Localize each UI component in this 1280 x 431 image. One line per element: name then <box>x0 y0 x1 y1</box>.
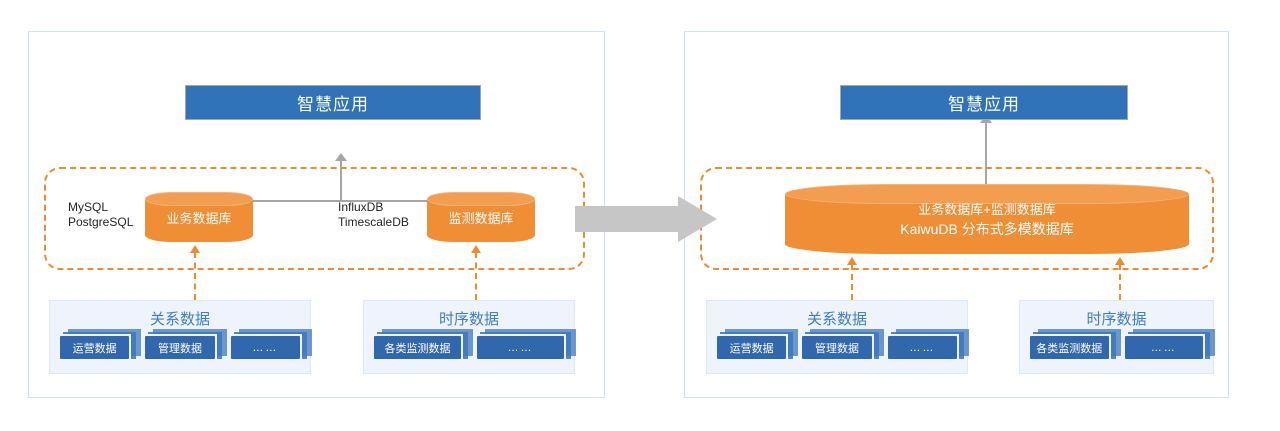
cylinder-top <box>427 192 535 206</box>
timeseries-data-cards-left: 各类监测数据 …… <box>372 329 576 361</box>
card-front: 管理数据 <box>800 334 874 361</box>
business-database-label: 业务数据库 <box>166 211 232 226</box>
smart-application-label-left: 智慧应用 <box>297 95 369 114</box>
data-card-label: 运营数据 <box>60 336 130 359</box>
ingest-arrow-line-timeseries-right <box>1119 264 1121 300</box>
data-card: …… <box>885 329 969 361</box>
data-card-label: …… <box>230 336 300 359</box>
monitoring-database-label: 监测数据库 <box>448 211 514 226</box>
ingest-arrow-line-timeseries-left <box>475 252 477 300</box>
timeseries-data-title-right: 时序数据 <box>1086 311 1147 328</box>
timeseries-data-title-left: 时序数据 <box>438 311 499 328</box>
timeseries-data-cards-right: 各类监测数据 …… <box>1028 329 1215 361</box>
relational-data-group-left: 关系数据 运营数据 管理数据 …… <box>49 300 312 374</box>
transition-right-arrow-icon <box>575 196 717 242</box>
ingest-arrow-head-relational-right <box>847 257 857 265</box>
data-card: 各类监测数据 <box>1028 329 1121 361</box>
card-front: 运营数据 <box>715 334 789 361</box>
relational-data-group-right: 关系数据 运营数据 管理数据 …… <box>706 300 969 374</box>
card-front: 各类监测数据 <box>372 334 463 361</box>
relational-data-title-right: 关系数据 <box>806 311 867 328</box>
timeseries-db-tech-label: InfluxDB TimescaleDB <box>338 200 409 229</box>
card-front: 各类监测数据 <box>1028 334 1111 361</box>
data-card-label: 运营数据 <box>717 336 787 359</box>
connector-arrowhead-to-app <box>335 153 347 161</box>
ingest-arrow-head-timeseries-left <box>471 245 481 253</box>
ingest-arrow-line-relational-left <box>194 252 196 300</box>
ingest-arrow-head-timeseries-right <box>1115 257 1125 265</box>
relational-db-tech-label: MySQL PostgreSQL <box>68 200 134 229</box>
data-card: 各类监测数据 <box>372 329 473 361</box>
data-card-label: 管理数据 <box>145 336 215 359</box>
connector-line-horizontal <box>200 200 483 202</box>
data-card-label: 各类监测数据 <box>1030 336 1109 359</box>
smart-application-label-right: 智慧应用 <box>948 95 1020 114</box>
data-card-label: …… <box>1124 336 1203 359</box>
cylinder-top <box>145 192 253 206</box>
card-front: 运营数据 <box>58 334 132 361</box>
card-front: 管理数据 <box>143 334 217 361</box>
data-card: 管理数据 <box>143 329 227 361</box>
card-front: …… <box>475 334 566 361</box>
relational-data-cards-right: 运营数据 管理数据 …… <box>715 329 969 361</box>
ingest-arrow-line-relational-right <box>851 264 853 300</box>
data-card: 运营数据 <box>58 329 142 361</box>
data-card-label: …… <box>477 336 564 359</box>
business-database-cylinder: 业务数据库 <box>145 192 253 242</box>
data-card: …… <box>1122 329 1215 361</box>
ingest-arrow-head-relational-left <box>190 245 200 253</box>
data-card-label: 管理数据 <box>802 336 872 359</box>
relational-data-title-left: 关系数据 <box>149 311 210 328</box>
smart-application-box-left: 智慧应用 <box>185 85 481 120</box>
kaiwudb-label-line1: 业务数据库+监测数据库 <box>918 202 1056 217</box>
kaiwudb-label-group: 业务数据库+监测数据库 KaiwuDB 分布式多模数据库 <box>785 200 1189 239</box>
data-card: 运营数据 <box>715 329 799 361</box>
timeseries-data-group-right: 时序数据 各类监测数据 …… <box>1019 300 1215 374</box>
connector-line-to-app <box>340 160 342 201</box>
monitoring-database-cylinder: 监测数据库 <box>427 192 535 242</box>
kaiwudb-label-line2: KaiwuDB 分布式多模数据库 <box>900 221 1074 237</box>
cylinder-top <box>785 184 1189 204</box>
relational-data-cards-left: 运营数据 管理数据 …… <box>58 329 312 361</box>
data-card-label: …… <box>887 336 957 359</box>
card-front: …… <box>885 334 959 361</box>
data-card: …… <box>475 329 576 361</box>
smart-application-box-right: 智慧应用 <box>840 85 1128 120</box>
kaiwudb-unified-database-cylinder: 业务数据库+监测数据库 KaiwuDB 分布式多模数据库 <box>785 184 1189 254</box>
data-card: …… <box>228 329 312 361</box>
data-card-label: 各类监测数据 <box>374 336 461 359</box>
data-card: 管理数据 <box>800 329 884 361</box>
timeseries-data-group-left: 时序数据 各类监测数据 …… <box>363 300 576 374</box>
card-front: …… <box>1122 334 1205 361</box>
card-front: …… <box>228 334 302 361</box>
